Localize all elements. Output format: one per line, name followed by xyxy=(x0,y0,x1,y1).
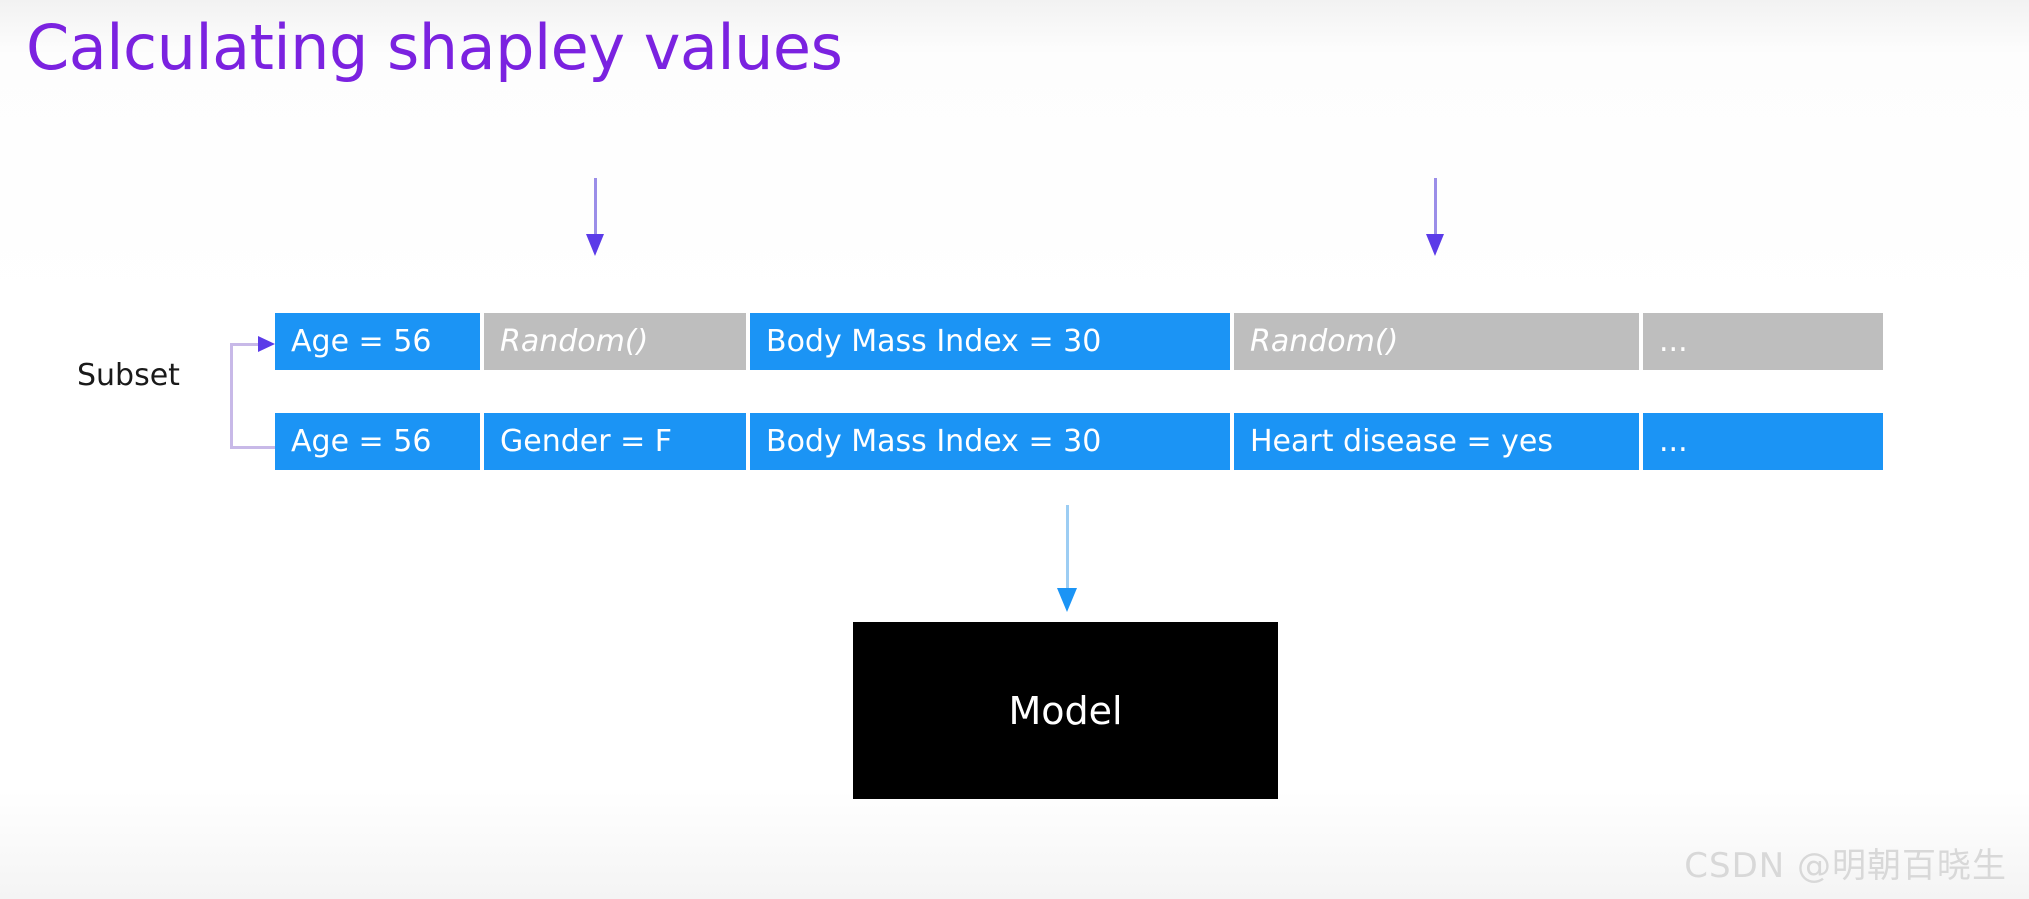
feature-cell: ... xyxy=(1643,413,1883,470)
page-title: Calculating shapley values xyxy=(26,11,843,84)
arrow-head xyxy=(1057,588,1077,612)
feature-cell: Body Mass Index = 30 xyxy=(750,413,1230,470)
model-box: Model xyxy=(853,622,1278,799)
subset-bracket-icon xyxy=(230,336,276,451)
feature-cell: Age = 56 xyxy=(275,313,480,370)
feature-cell: Heart disease = yes xyxy=(1234,413,1639,470)
down-arrow-icon-column-2 xyxy=(583,178,609,260)
arrow-shaft xyxy=(1066,505,1069,592)
arrow-shaft xyxy=(1434,178,1437,238)
model-label: Model xyxy=(1008,688,1123,733)
watermark: CSDN @明朝百晓生 xyxy=(1684,846,2007,886)
down-arrow-icon-to-model xyxy=(1055,505,1081,615)
feature-row-instance: Age = 56 Gender = F Body Mass Index = 30… xyxy=(275,413,1883,470)
bracket-arrow-head-icon xyxy=(258,336,275,352)
feature-cell: Body Mass Index = 30 xyxy=(750,313,1230,370)
bracket-top-branch xyxy=(230,343,260,346)
feature-cell: Random() xyxy=(1234,313,1639,370)
feature-cell: Random() xyxy=(484,313,746,370)
down-arrow-icon-column-4 xyxy=(1423,178,1449,260)
feature-cell: ... xyxy=(1643,313,1883,370)
bracket-bottom-branch xyxy=(230,446,276,449)
feature-cell: Age = 56 xyxy=(275,413,480,470)
bracket-vertical-bar xyxy=(230,343,233,449)
feature-row-sampled: Age = 56 Random() Body Mass Index = 30 R… xyxy=(275,313,1883,370)
arrow-head xyxy=(586,234,604,256)
feature-cell: Gender = F xyxy=(484,413,746,470)
arrow-shaft xyxy=(594,178,597,238)
subset-label: Subset xyxy=(77,358,180,393)
arrow-head xyxy=(1426,234,1444,256)
